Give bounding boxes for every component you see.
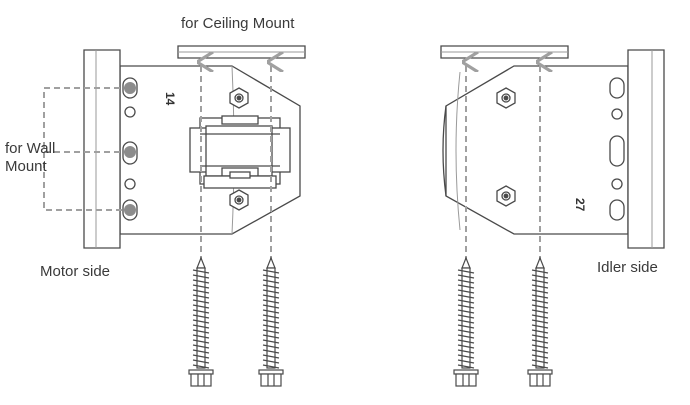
idler-side-bracket — [440, 45, 665, 249]
screw-idler-right — [527, 256, 553, 387]
idler-wall-plate — [627, 49, 665, 249]
motor-bracket-number: 14 — [163, 92, 177, 106]
wall-mount-guides — [43, 87, 130, 211]
ceiling-mount-label: for Ceiling Mount — [181, 15, 295, 32]
idler-main-plate — [445, 65, 629, 235]
idler-bracket-number: 27 — [573, 198, 587, 212]
wall-mount-label-line1: for Wall — [5, 140, 56, 157]
motor-side-bracket — [83, 45, 306, 249]
wall-mount-label-line2: Mount — [5, 158, 47, 175]
idler-ceiling-guides — [466, 62, 540, 262]
idler-side-label: Idler side — [597, 259, 658, 276]
screw-motor-right — [258, 256, 284, 387]
motor-side-label: Motor side — [40, 263, 111, 280]
motor-wall-plate — [83, 49, 121, 249]
motor-clip — [189, 115, 291, 189]
screw-motor-left — [188, 256, 214, 387]
wall-mount-hole-middle — [124, 146, 136, 158]
motor-ceiling-guides — [201, 62, 271, 262]
screw-idler-left — [453, 256, 479, 387]
wall-mount-hole-bottom — [124, 204, 136, 216]
wall-mount-hole-top — [124, 82, 136, 94]
